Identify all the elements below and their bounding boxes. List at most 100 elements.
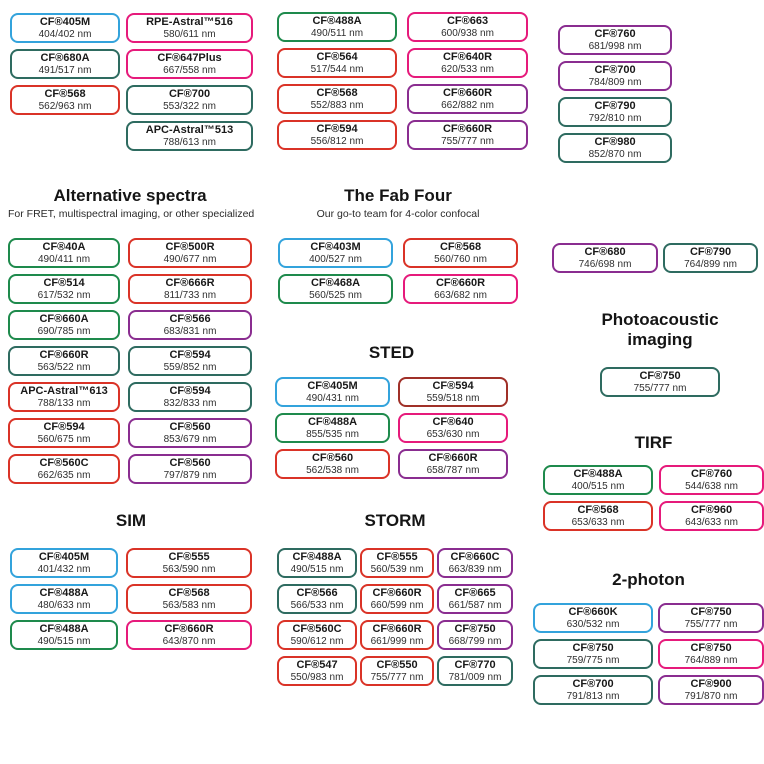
dye-ex-em-value: 667/558 nm xyxy=(163,64,216,76)
dye-name: CF®680 xyxy=(584,245,626,258)
dye-name: CF®660R xyxy=(428,451,478,464)
dye-name: CF®980 xyxy=(594,135,636,148)
dye-ex-em-value: 560/539 nm xyxy=(370,563,424,575)
dye-name: CF®568 xyxy=(439,240,482,253)
dye-ex-em-value: 852/870 nm xyxy=(588,148,642,160)
dye-ex-em-value: 661/587 nm xyxy=(448,599,502,611)
dye-ex-em-value: 617/532 nm xyxy=(37,289,91,301)
dye-ex-em-value: 663/839 nm xyxy=(448,563,502,575)
dye-name: CF®568 xyxy=(577,503,619,516)
dye-name: CF®750 xyxy=(572,641,614,654)
section-title-fab-four: The Fab Four xyxy=(344,186,452,205)
dye-ex-em-value: 797/879 nm xyxy=(163,469,217,481)
dye-ex-em-value: 562/538 nm xyxy=(306,464,359,476)
dye-ex-em-value: 755/777 nm xyxy=(633,382,687,394)
dye-name: CF®760 xyxy=(690,467,733,480)
dye-name: CF®640 xyxy=(432,415,474,428)
dye-ex-em-value: 643/633 nm xyxy=(685,516,738,528)
dye-ex-em-value: 755/777 nm xyxy=(441,135,494,147)
section-subtitle-alternative-spectra: For FRET, multispectral imaging, or othe… xyxy=(8,208,255,220)
dye-name: CF®488A xyxy=(39,622,89,635)
dye-name: CF®660R xyxy=(372,586,422,599)
dye-name: CF®760 xyxy=(594,27,636,40)
dye-ex-em-value: 788/133 nm xyxy=(37,397,91,409)
dye-name: CF®488A xyxy=(292,550,342,563)
section-title-sted: STED xyxy=(368,343,415,362)
dye-ex-em-value: 855/535 nm xyxy=(306,428,359,440)
dye-name: CF®468A xyxy=(310,276,361,289)
dye-ex-em-value: 490/411 nm xyxy=(37,253,91,265)
dye-name: CF®750 xyxy=(454,622,496,635)
dye-name: CF®405M xyxy=(39,15,91,28)
dye-name: CF®560 xyxy=(311,451,354,464)
dye-name: CF®488A xyxy=(573,467,623,480)
dye-name: CF®960 xyxy=(690,503,733,516)
dye-name: APC-Astral™513 xyxy=(145,123,234,136)
dye-ex-em-value: 563/522 nm xyxy=(37,361,91,373)
dye-ex-em-value: 480/633 nm xyxy=(37,599,91,611)
dye-ex-em-value: 811/733 nm xyxy=(163,289,217,301)
section-title-sim: SIM xyxy=(115,511,147,530)
dye-name: CF®566 xyxy=(296,586,338,599)
dye-name: CF®560C xyxy=(39,456,89,469)
dye-ex-em-value: 791/813 nm xyxy=(566,690,620,702)
dye-name: CF®568 xyxy=(44,87,86,100)
dye-ex-em-value: 490/431 nm xyxy=(306,392,359,404)
dye-ex-em-value: 401/432 nm xyxy=(37,563,91,575)
dye-name: CF®500R xyxy=(165,240,215,253)
dye-ex-em-value: 853/679 nm xyxy=(163,433,217,445)
dye-ex-em-value: 792/810 nm xyxy=(588,112,642,124)
dye-name: CF®560 xyxy=(169,456,211,469)
dye-ex-em-value: 788/613 nm xyxy=(163,136,216,148)
dye-name: CF®488A xyxy=(312,14,362,27)
dye-ex-em-value: 643/870 nm xyxy=(162,635,216,647)
dye-name: CF®566 xyxy=(169,312,211,325)
dye-name: CF®560 xyxy=(169,420,211,433)
dye-name: CF®405M xyxy=(38,550,90,563)
